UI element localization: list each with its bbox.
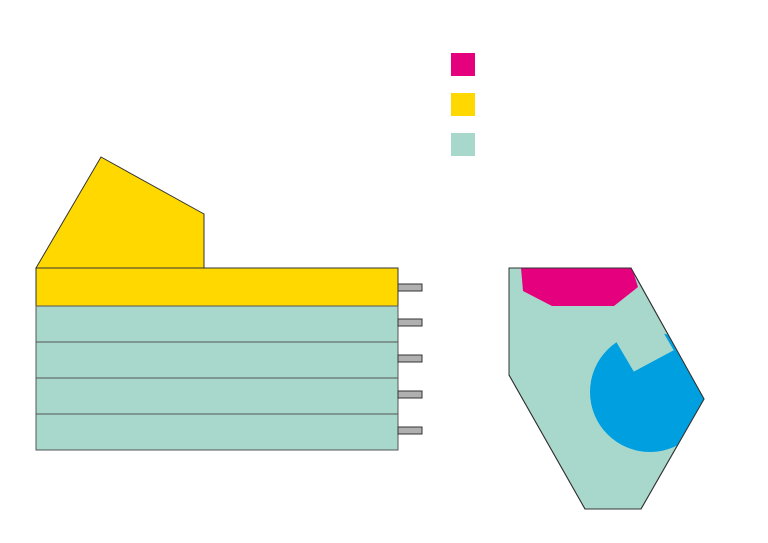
legend-swatch-yellow bbox=[451, 93, 475, 116]
round-room bbox=[590, 332, 704, 452]
slab-tab bbox=[397, 354, 423, 363]
magenta-zone bbox=[521, 268, 638, 306]
slab-tab bbox=[397, 426, 423, 435]
slab-tab bbox=[397, 390, 423, 399]
floor-4 bbox=[35, 377, 399, 415]
slab-tab bbox=[397, 318, 423, 327]
plan-view bbox=[508, 267, 705, 510]
floor-3 bbox=[35, 341, 399, 379]
legend-swatch-magenta bbox=[451, 53, 475, 76]
section-view bbox=[35, 156, 423, 451]
top-floor-band bbox=[35, 267, 399, 307]
plan-outline-stroke bbox=[508, 267, 705, 510]
floor-2 bbox=[35, 305, 399, 343]
floor-5 bbox=[35, 413, 399, 451]
legend-swatch-mint bbox=[451, 133, 475, 156]
legend bbox=[451, 53, 475, 156]
slab-tab bbox=[397, 283, 423, 292]
roof-gable bbox=[35, 156, 205, 269]
